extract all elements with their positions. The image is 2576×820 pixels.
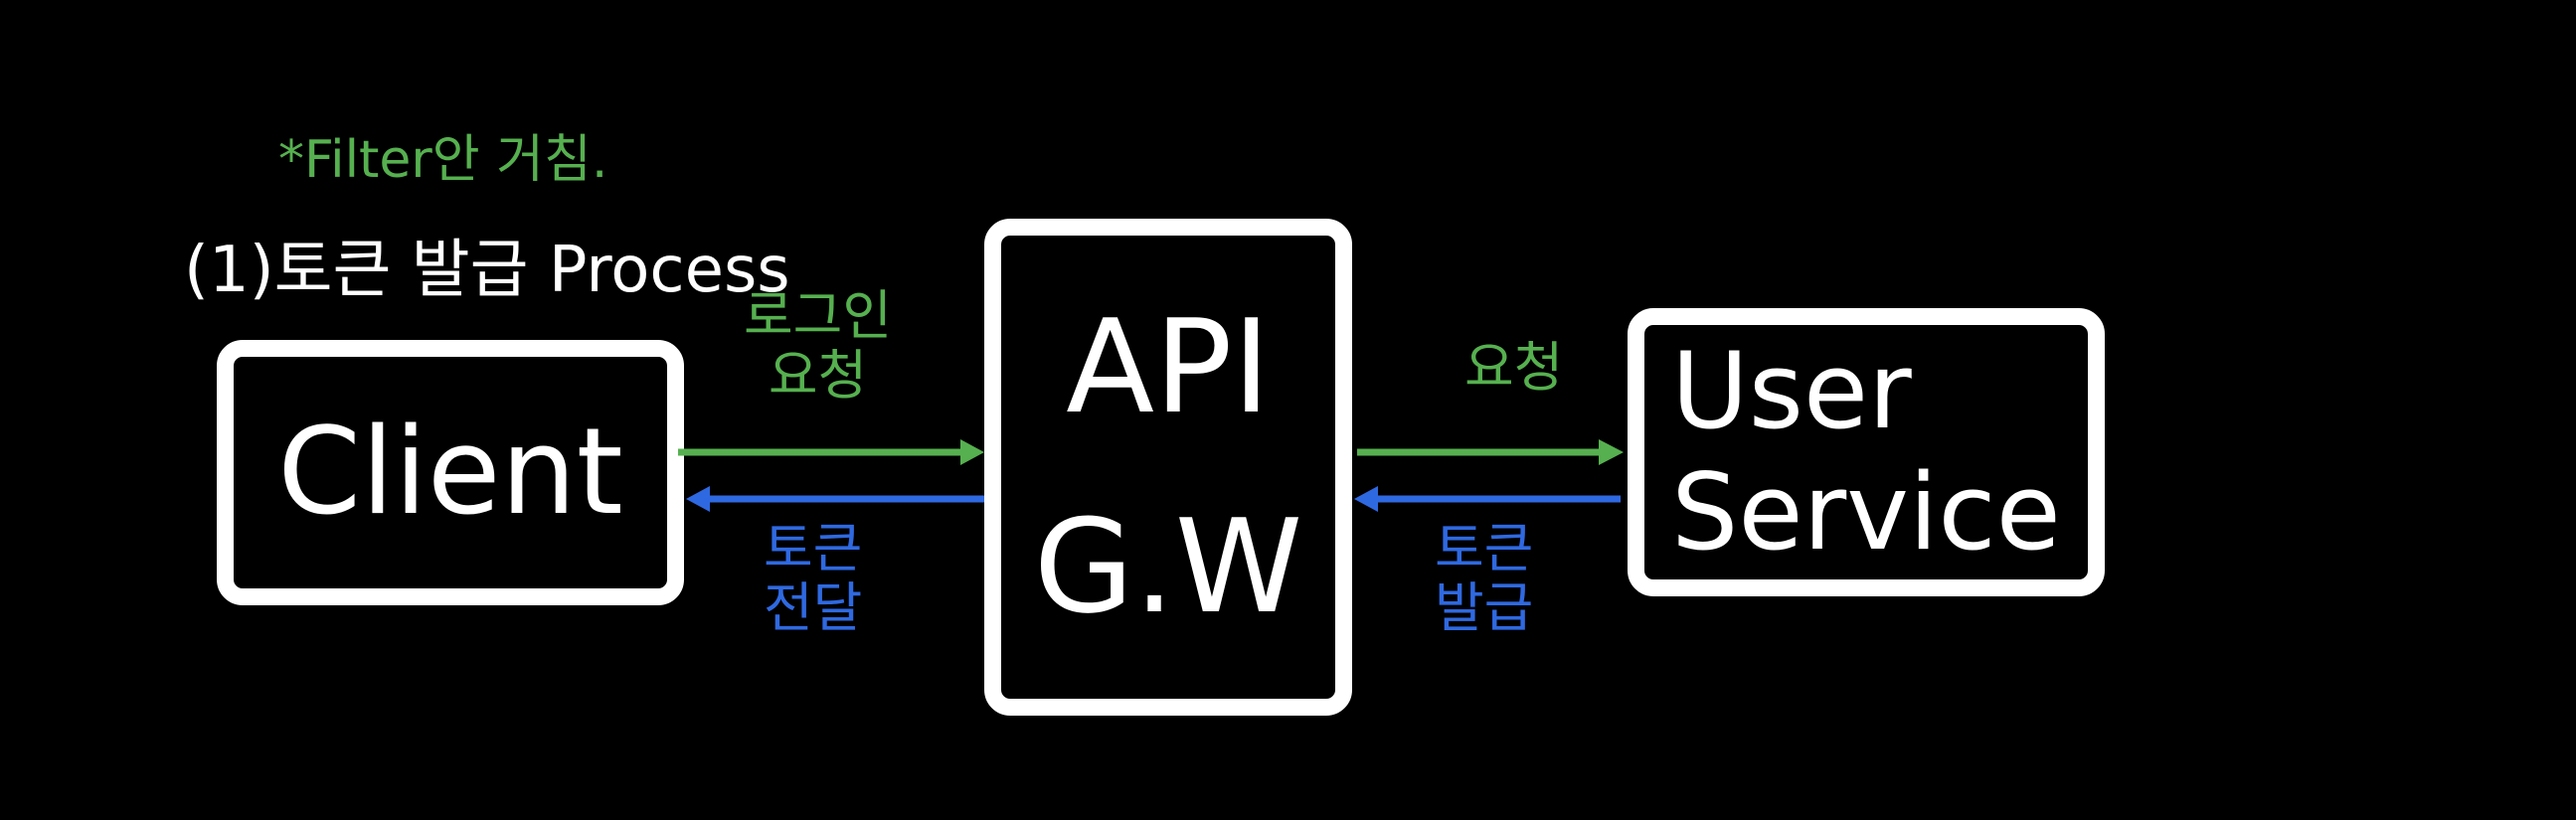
client-box: Client <box>217 340 684 605</box>
edge-label-request: 요청 <box>1464 336 1564 399</box>
edge-label-token-issue: 토큰 발급 <box>1435 517 1534 640</box>
arrow-gateway-to-client <box>686 486 984 512</box>
client-label: Client <box>277 403 623 542</box>
edge-label-login-request: 로그인 요청 <box>744 284 893 408</box>
arrow-gateway-to-user <box>1357 439 1624 465</box>
filter-note: *Filter안 거침. <box>278 130 608 190</box>
edge-label-token-delivery: 토큰 전달 <box>764 517 863 640</box>
user-service-label: User Service <box>1671 330 2061 574</box>
user-service-box: User Service <box>1628 308 2105 596</box>
arrow-user-to-gateway <box>1354 486 1621 512</box>
process-title: (1)토큰 발급 Process <box>184 234 790 307</box>
arrow-client-to-gateway <box>678 439 984 465</box>
api-gateway-box: API G.W <box>984 219 1352 716</box>
api-gateway-label: API G.W <box>1033 290 1303 643</box>
